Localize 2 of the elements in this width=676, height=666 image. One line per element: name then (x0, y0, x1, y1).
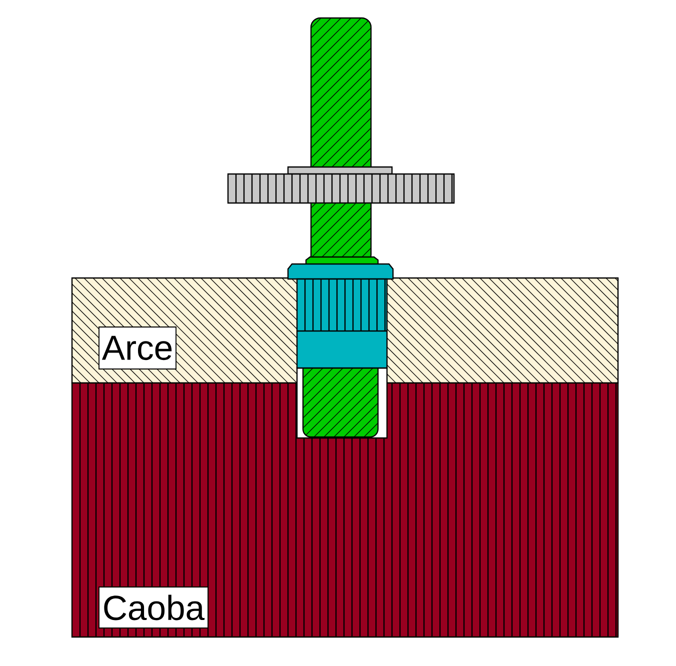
label-box: Caoba (98, 586, 208, 628)
label-box: Arce (98, 326, 176, 370)
